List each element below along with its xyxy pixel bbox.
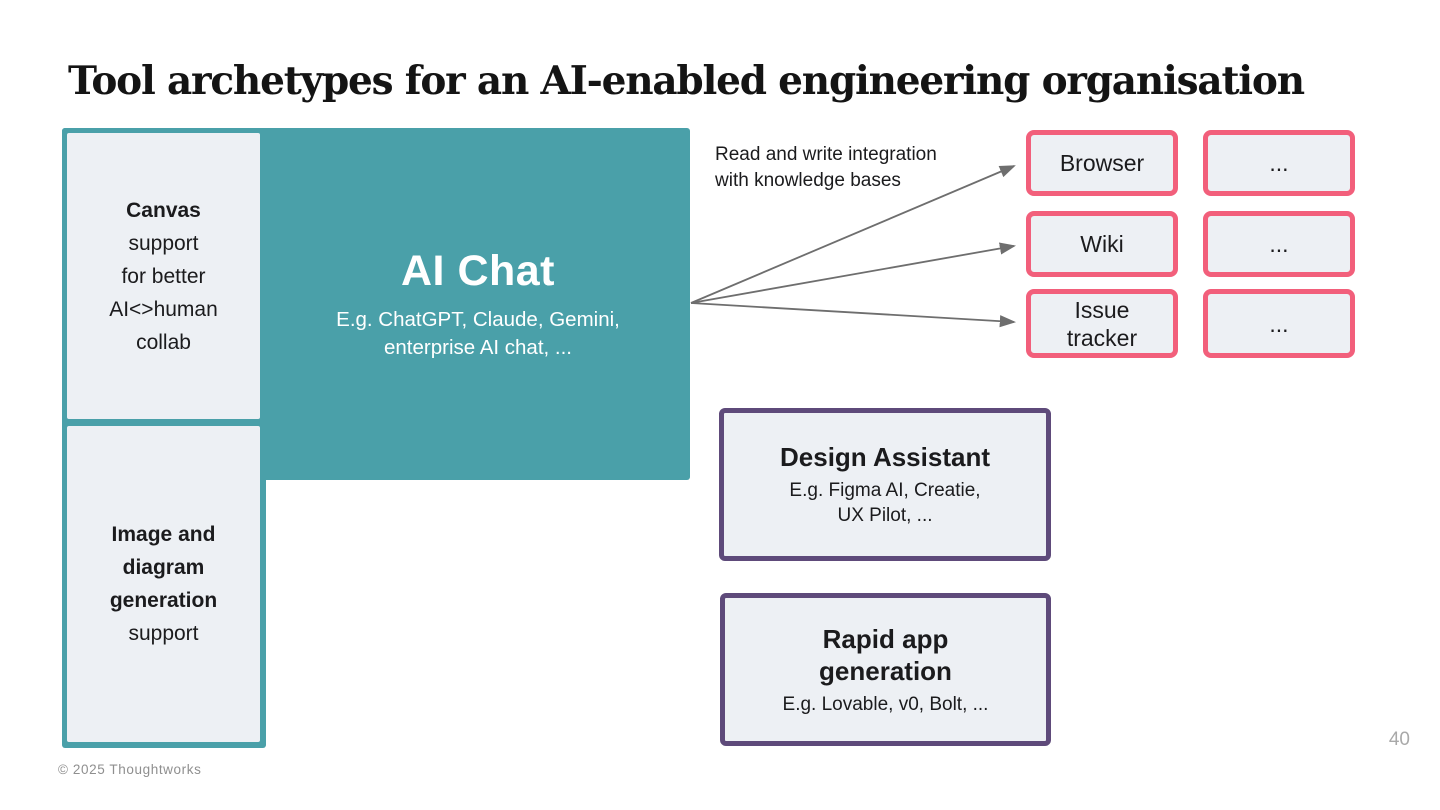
wiki-label: Wiki xyxy=(1080,231,1124,257)
browser-label: Browser xyxy=(1059,150,1145,176)
more-tools-box-3: ... xyxy=(1203,289,1355,358)
more-tools-box-1: ... xyxy=(1203,130,1355,196)
more-tools-label: ... xyxy=(1269,231,1289,257)
canvas-support-box: Canvas support for better AI<>human coll… xyxy=(67,133,260,419)
arrow-to-wiki xyxy=(690,242,1016,304)
page-number: 40 xyxy=(1388,729,1410,750)
issue-tracker-box: Issue tracker xyxy=(1026,289,1178,358)
rapid-app-title: Rapid app generation xyxy=(819,623,952,686)
more-tools-box-2: ... xyxy=(1203,211,1355,277)
browser-box: Browser xyxy=(1026,130,1178,196)
image-diagram-box: Image and diagram generation support xyxy=(67,426,260,742)
copyright-notice: © 2025 Thoughtworks xyxy=(58,762,202,777)
page-title: Tool archetypes for an AI-enabled engine… xyxy=(68,58,1305,104)
ai-chat-text-block: AI Chat E.g. ChatGPT, Claude, Gemini, en… xyxy=(266,128,690,480)
more-tools-label: ... xyxy=(1269,150,1289,176)
knowledge-annotation: Read and write integration with knowledg… xyxy=(715,144,937,191)
wiki-box: Wiki xyxy=(1026,211,1178,277)
ai-chat-subtitle: E.g. ChatGPT, Claude, Gemini, enterprise… xyxy=(336,307,620,359)
more-tools-label: ... xyxy=(1269,310,1289,337)
design-assistant-box: Design Assistant E.g. Figma AI, Creatie,… xyxy=(719,408,1051,561)
image-diagram-label: Image and diagram generation support xyxy=(109,523,218,645)
arrow-to-issue-tracker xyxy=(690,302,1017,328)
ai-chat-title: AI Chat xyxy=(401,246,555,295)
canvas-support-label: Canvas support for better AI<>human coll… xyxy=(109,198,218,354)
design-assistant-subtitle: E.g. Figma AI, Creatie, UX Pilot, ... xyxy=(789,480,981,526)
rapid-app-generation-box: Rapid app generation E.g. Lovable, v0, B… xyxy=(720,593,1051,746)
issue-tracker-label: Issue tracker xyxy=(1066,296,1138,351)
design-assistant-title: Design Assistant xyxy=(780,442,990,472)
rapid-app-subtitle: E.g. Lovable, v0, Bolt, ... xyxy=(782,693,989,715)
